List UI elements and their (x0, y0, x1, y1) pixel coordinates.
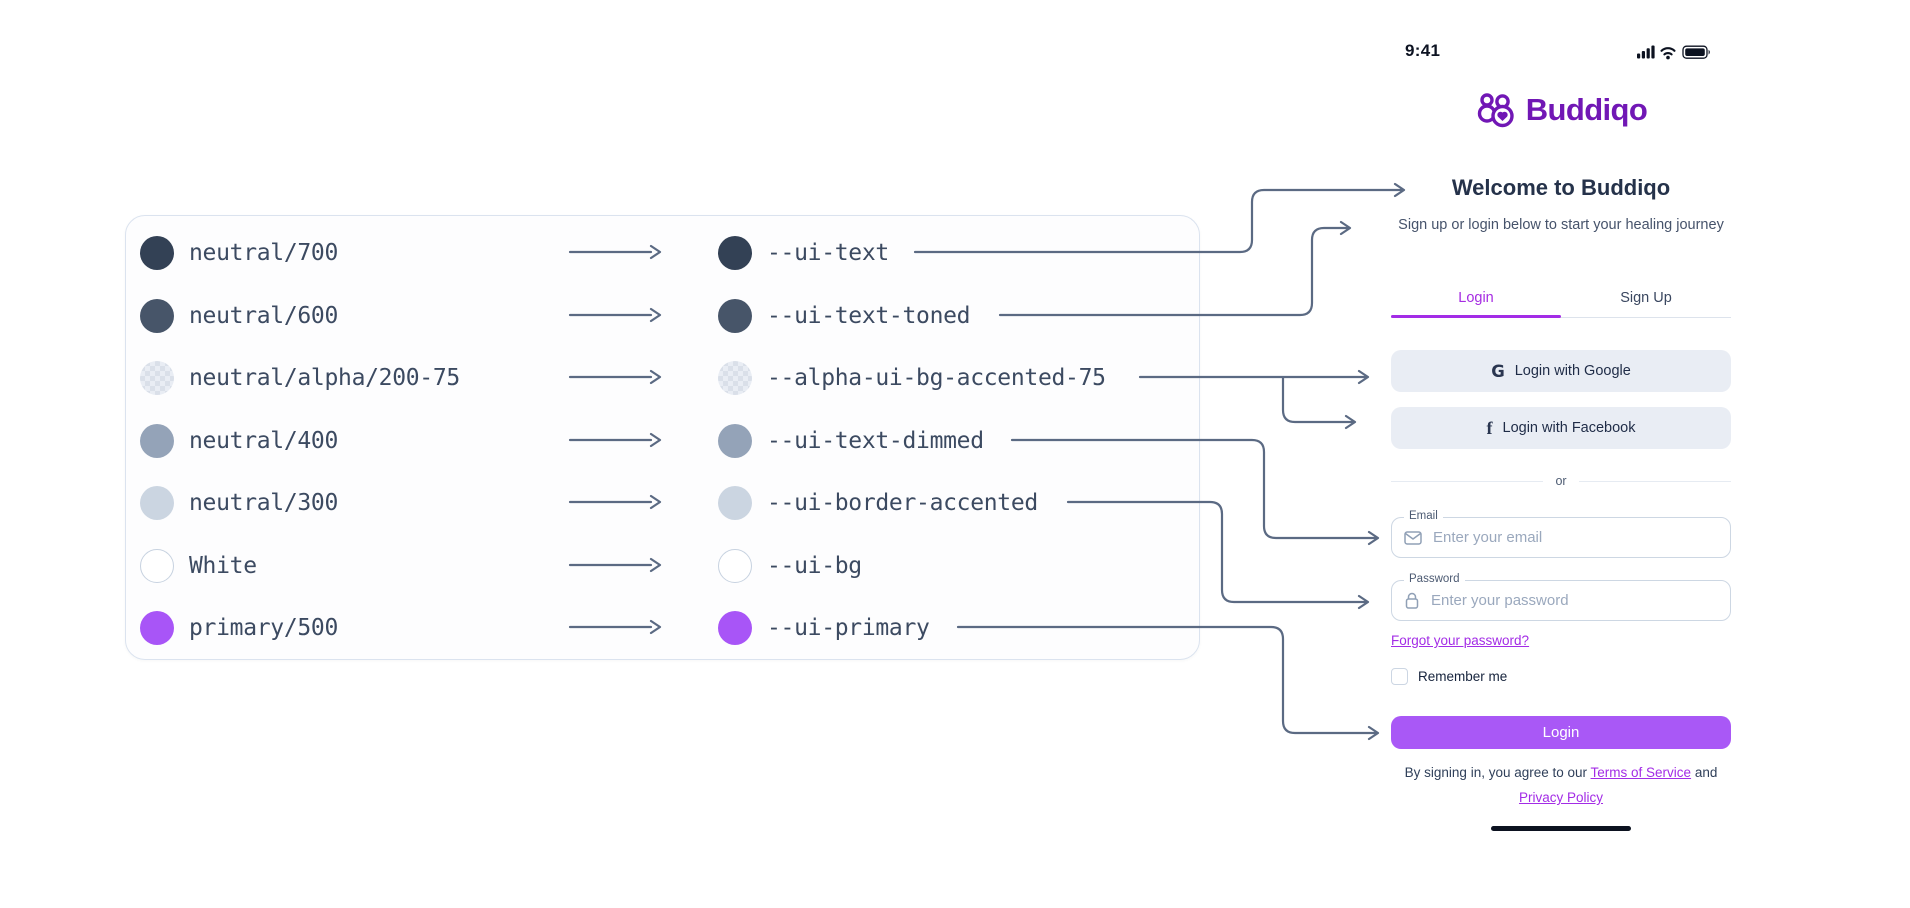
token-source-label: neutral/400 (189, 428, 339, 454)
tab-sign-up[interactable]: Sign Up (1620, 290, 1672, 306)
lock-icon (1405, 592, 1419, 609)
token-row: --ui-border-accented (718, 485, 1038, 521)
google-button-label: Login with Google (1514, 363, 1631, 379)
color-swatch (140, 424, 174, 458)
token-source-label: neutral/700 (189, 240, 339, 266)
color-swatch (140, 549, 174, 583)
login-button[interactable]: Login (1391, 716, 1731, 749)
token-row: neutral/alpha/200-75 (140, 360, 460, 396)
google-icon: G (1491, 361, 1505, 381)
token-row: --ui-text-dimmed (718, 423, 984, 459)
token-row: --ui-bg (718, 548, 862, 584)
token-target-label: --ui-primary (767, 615, 930, 641)
token-target-label: --alpha-ui-bg-accented-75 (767, 365, 1106, 391)
email-input[interactable] (1431, 528, 1718, 547)
footer-text: By signing in, you agree to our (1404, 765, 1591, 780)
facebook-button-label: Login with Facebook (1502, 420, 1636, 436)
token-row: primary/500 (140, 610, 338, 646)
terms-of-service-link[interactable]: Terms of Service (1590, 765, 1692, 780)
color-swatch (140, 361, 174, 395)
brand-logo: Buddiqo (1385, 92, 1737, 128)
token-row: --ui-text (718, 235, 889, 271)
wifi-icon-dot (1666, 55, 1670, 60)
token-row: --alpha-ui-bg-accented-75 (718, 360, 1106, 396)
token-target-label: --ui-bg (767, 553, 862, 579)
color-swatch (140, 486, 174, 520)
email-field[interactable]: Email (1391, 510, 1731, 558)
token-row: neutral/300 (140, 485, 338, 521)
wifi-icon (1660, 47, 1676, 56)
token-source-label: neutral/600 (189, 303, 339, 329)
footer-text: and (1691, 765, 1718, 780)
home-indicator (1491, 826, 1631, 831)
status-bar-time: 9:41 (1405, 41, 1441, 60)
token-source-label: White (189, 553, 257, 579)
or-divider-label: or (1555, 474, 1567, 488)
page-title: Welcome to Buddiqo (1451, 175, 1671, 200)
brand-name: Buddiqo (1525, 92, 1648, 127)
remember-me-label: Remember me (1418, 669, 1508, 684)
token-row: White (140, 548, 257, 584)
tab-divider (1391, 317, 1731, 318)
color-swatch (718, 424, 752, 458)
color-swatch (140, 299, 174, 333)
facebook-icon: f (1486, 417, 1493, 438)
email-field-label: Email (1404, 510, 1443, 522)
color-swatch (718, 361, 752, 395)
password-input[interactable] (1429, 591, 1718, 610)
legal-footer: By signing in, you agree to our Terms of… (1385, 760, 1737, 810)
token-row: neutral/400 (140, 423, 338, 459)
token-target-label: --ui-text (767, 240, 889, 266)
remember-me-row: Remember me (1391, 668, 1507, 685)
token-row: --ui-primary (718, 610, 930, 646)
color-swatch (718, 549, 752, 583)
cellular-signal-icon (1637, 45, 1655, 59)
password-field-label: Password (1404, 573, 1465, 585)
buddies-heart-icon (1477, 93, 1514, 128)
token-source-label: neutral/alpha/200-75 (189, 365, 460, 391)
token-target-label: --ui-text-dimmed (767, 428, 984, 454)
color-swatch (718, 236, 752, 270)
forgot-password-link[interactable]: Forgot your password? (1391, 633, 1530, 648)
login-with-google-button[interactable]: G Login with Google (1391, 350, 1731, 392)
token-source-label: primary/500 (189, 615, 339, 641)
password-field[interactable]: Password (1391, 573, 1731, 621)
color-swatch (718, 611, 752, 645)
tab-login[interactable]: Login (1458, 290, 1494, 306)
token-row: neutral/600 (140, 298, 338, 334)
privacy-policy-link[interactable]: Privacy Policy (1518, 790, 1604, 805)
color-swatch (718, 486, 752, 520)
color-swatch (140, 611, 174, 645)
token-target-label: --ui-text-toned (767, 303, 971, 329)
token-target-label: --ui-border-accented (767, 490, 1038, 516)
divider-line (1391, 480, 1544, 482)
color-swatch (718, 299, 752, 333)
battery-icon (1682, 45, 1710, 59)
token-source-label: neutral/300 (189, 490, 339, 516)
token-row: neutral/700 (140, 235, 338, 271)
page-subtitle: Sign up or login below to start your hea… (1398, 217, 1724, 233)
envelope-icon (1404, 530, 1422, 545)
phone-login-screen: 9:41 (1385, 0, 1737, 908)
or-divider: or (1391, 474, 1731, 488)
status-bar-icons (1637, 44, 1711, 66)
active-tab-indicator (1391, 315, 1561, 318)
token-row: --ui-text-toned (718, 298, 971, 334)
login-with-facebook-button[interactable]: f Login with Facebook (1391, 407, 1731, 449)
divider-line (1578, 480, 1731, 482)
color-swatch (140, 236, 174, 270)
remember-me-checkbox[interactable] (1391, 668, 1408, 685)
auth-tabs: Login Sign Up (1391, 290, 1731, 306)
